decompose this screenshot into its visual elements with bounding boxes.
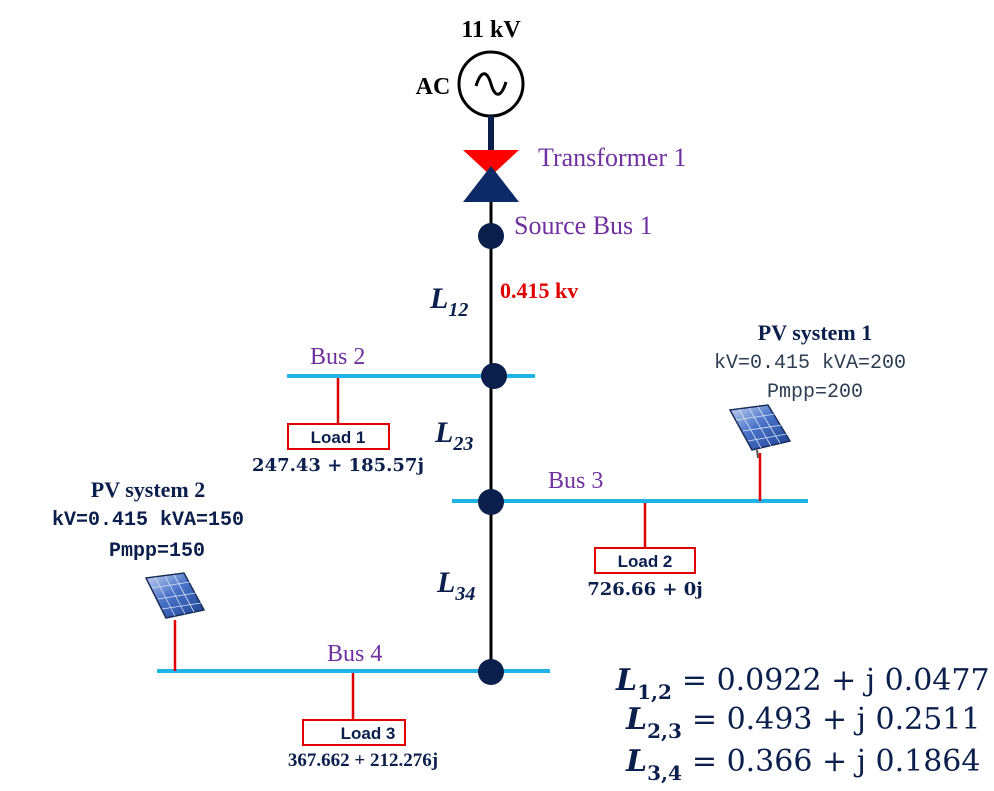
- source-voltage-label: 11 kV: [461, 17, 521, 43]
- bus-4-node: [478, 659, 504, 685]
- source-bus-label: Source Bus 1: [514, 211, 653, 240]
- solar-panel-1-icon: [728, 404, 792, 459]
- pv-system-2-pmpp: Pmpp=150: [109, 540, 205, 563]
- pv-system-1-title: PV system 1: [758, 320, 872, 345]
- svg-text:L34: L34: [436, 566, 475, 605]
- svg-text:L1,2= 0.0922 + j 0.0477: L1,2= 0.0922 + j 0.0477: [615, 663, 990, 704]
- svg-text:L3,4= 0.366 + j 0.1864: L3,4= 0.366 + j 0.1864: [625, 744, 980, 785]
- source-bus-node: [478, 223, 504, 249]
- line-label-l34: L34: [436, 566, 475, 605]
- impedance-equation-2: L2,3= 0.493 + j 0.2511: [625, 702, 980, 743]
- line-label-l12: L12: [429, 282, 468, 321]
- svg-text:L12: L12: [429, 282, 468, 321]
- impedance-equation-3: L3,4= 0.366 + j 0.1864: [625, 744, 980, 785]
- load-3-label: Load 3: [341, 724, 396, 743]
- pv-system-1-rating: kV=0.415 kVA=200: [714, 352, 906, 375]
- line-label-l23: L23: [434, 416, 473, 455]
- bus-2-node: [481, 363, 507, 389]
- transformer-label: Transformer 1: [538, 143, 687, 172]
- transformer-secondary-icon: [463, 166, 519, 202]
- bus-4-label: Bus 4: [327, 641, 382, 667]
- secondary-voltage-label: 0.415 kv: [500, 278, 578, 303]
- bus-3-node: [478, 489, 504, 515]
- load-2-label: Load 2: [618, 552, 673, 571]
- sine-wave-icon: [474, 72, 508, 96]
- load-1-value: 247.43 + 185.57j: [252, 455, 424, 476]
- pv-system-1-pmpp: Pmpp=200: [767, 381, 863, 404]
- bus-3-label: Bus 3: [548, 468, 603, 494]
- load-1-label: Load 1: [311, 428, 366, 447]
- bus-2-label: Bus 2: [310, 344, 365, 370]
- load-1-box: [287, 423, 390, 450]
- transformer-primary-icon: [463, 150, 519, 176]
- load-2-value: 726.66 + 0j: [587, 579, 703, 600]
- impedance-equation-1: L1,2= 0.0922 + j 0.0477: [615, 663, 990, 704]
- ac-label: AC: [416, 74, 451, 100]
- load-3-box: [302, 719, 406, 746]
- svg-text:L23: L23: [434, 416, 473, 455]
- pv-system-2-title: PV system 2: [91, 477, 205, 502]
- load-3-value: 367.662 + 212.276j: [288, 750, 438, 771]
- solar-panel-2-icon: [144, 572, 206, 619]
- pv-system-2-rating: kV=0.415 kVA=150: [52, 509, 244, 532]
- load-2-box: [594, 547, 696, 574]
- svg-text:L2,3= 0.493 + j 0.2511: L2,3= 0.493 + j 0.2511: [625, 702, 980, 743]
